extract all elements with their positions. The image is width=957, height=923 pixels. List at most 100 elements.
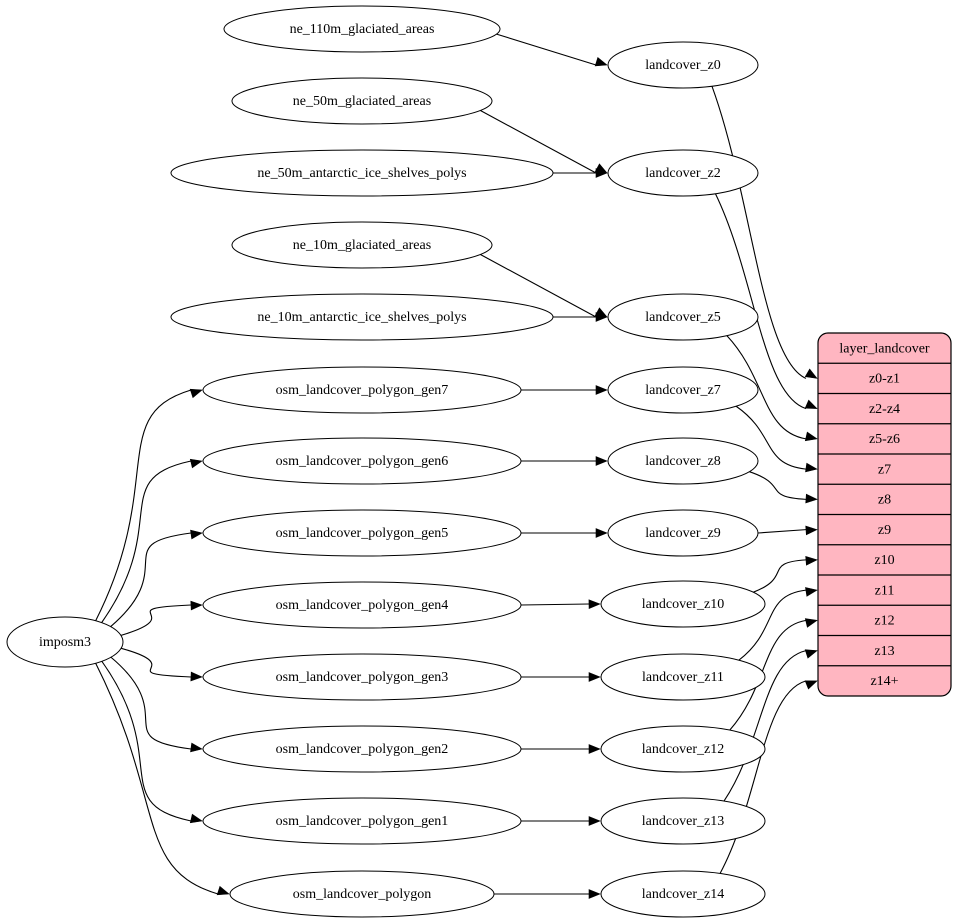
node-landcover_z14[interactable]: landcover_z14 [600,870,766,918]
edge-arrowhead [189,458,203,469]
node-shape-ne_50m_glaciated_areas [231,77,493,125]
edge-line [110,532,192,628]
edge-imposm3-to-osm_landcover_polygon_gen2 [110,656,203,753]
record-row-z8[interactable] [818,484,951,514]
node-shape-ne_50m_antarctic_ice_shelves_polys [170,149,554,197]
record-node-layer-landcover[interactable]: layer_landcoverz0-z1z2-z4z5-z6z7z8z9z10z… [817,332,952,697]
node-osm_landcover_polygon_gen4[interactable]: osm_landcover_polygon_gen4 [202,581,522,629]
node-shape-osm_landcover_polygon_gen6 [202,437,522,485]
edge-arrowhead [804,680,818,690]
edge-line [496,33,597,66]
edge-line [120,604,192,636]
node-landcover_z7[interactable]: landcover_z7 [607,366,759,414]
node-ne_50m_antarctic_ice_shelves_polys[interactable]: ne_50m_antarctic_ice_shelves_polys [170,149,554,197]
edge-arrowhead [805,462,818,473]
edge-line [714,193,807,410]
record-row-z10[interactable] [818,545,951,575]
edge-line [738,589,807,661]
record-row-z9[interactable] [818,515,951,545]
edge-osm_landcover_polygon-to-landcover_z14 [494,889,601,899]
node-shape-osm_landcover_polygon_gen5 [202,509,522,557]
edge-imposm3-to-osm_landcover_polygon_gen7 [95,388,203,622]
node-landcover_z2[interactable]: landcover_z2 [607,149,759,197]
edge-imposm3-to-osm_landcover_polygon_gen5 [110,529,203,628]
edge-arrowhead [190,529,203,540]
edge-arrowhead [588,599,601,610]
record-row-z7[interactable] [818,454,951,484]
node-shape-landcover_z12 [600,725,766,773]
node-landcover_z9[interactable]: landcover_z9 [607,509,759,557]
node-landcover_z11[interactable]: landcover_z11 [600,653,766,701]
node-shape-osm_landcover_polygon [229,870,495,918]
edge-arrowhead [595,528,608,538]
edge-osm_landcover_polygon_gen4-to-landcover_z10 [520,599,601,610]
node-shape-landcover_z5 [607,293,759,341]
node-landcover_z10[interactable]: landcover_z10 [600,580,766,628]
node-osm_landcover_polygon_gen3[interactable]: osm_landcover_polygon_gen3 [202,653,522,701]
nodes-layer: imposm3 ne_110m_glaciated_areas ne_50m_gla… [6,5,766,918]
edge-landcover_z0-to-z0-z1 [711,86,818,379]
node-landcover_z8[interactable]: landcover_z8 [607,437,759,485]
edge-osm_landcover_polygon_gen6-to-landcover_z8 [521,456,608,466]
node-osm_landcover_polygon_gen6[interactable]: osm_landcover_polygon_gen6 [202,437,522,485]
record-row-z14+[interactable] [818,666,951,696]
edge-imposm3-to-osm_landcover_polygon_gen1 [101,660,203,824]
node-shape-landcover_z8 [607,437,759,485]
node-landcover_z0[interactable]: landcover_z0 [607,41,759,89]
edge-arrowhead [588,889,601,899]
record-row-z11[interactable] [818,575,951,605]
edge-landcover_z9-to-z9 [757,525,818,536]
node-shape-imposm3 [6,616,124,668]
node-landcover_z12[interactable]: landcover_z12 [600,725,766,773]
edge-landcover_z10-to-z10 [753,555,818,593]
node-ne_10m_glaciated_areas[interactable]: ne_10m_glaciated_areas [231,221,493,269]
edge-landcover_z12-to-z12 [729,618,818,731]
node-ne_50m_glaciated_areas[interactable]: ne_50m_glaciated_areas [231,77,493,125]
node-imposm3[interactable]: imposm3 [6,616,124,668]
edge-line [723,650,807,802]
edge-line [120,647,192,678]
node-osm_landcover_polygon_gen7[interactable]: osm_landcover_polygon_gen7 [202,366,522,414]
node-shape-landcover_z7 [607,366,759,414]
node-osm_landcover_polygon_gen5[interactable]: osm_landcover_polygon_gen5 [202,509,522,557]
node-ne_10m_antarctic_ice_shelves_polys[interactable]: ne_10m_antarctic_ice_shelves_polys [170,293,554,341]
edge-arrowhead [804,649,818,659]
record-node-layer: layer_landcoverz0-z1z2-z4z5-z6z7z8z9z10z… [817,332,952,697]
node-osm_landcover_polygon_gen2[interactable]: osm_landcover_polygon_gen2 [202,725,522,773]
node-osm_landcover_polygon_gen1[interactable]: osm_landcover_polygon_gen1 [202,797,522,845]
edge-ne_10m_antarctic_ice_shelves_polys-to-landcover_z5 [553,312,608,322]
edge-landcover_z11-to-z11 [738,587,818,661]
node-shape-landcover_z13 [600,797,766,845]
node-shape-ne_110m_glaciated_areas [223,5,501,53]
edge-landcover_z5-to-z5-z6 [726,335,818,442]
node-landcover_z13[interactable]: landcover_z13 [600,797,766,845]
record-row-z2-z4[interactable] [818,394,951,424]
edge-osm_landcover_polygon_gen2-to-landcover_z12 [521,744,601,754]
edge-arrowhead [189,388,203,399]
node-shape-osm_landcover_polygon_gen4 [202,581,522,629]
node-ne_110m_glaciated_areas[interactable]: ne_110m_glaciated_areas [223,5,501,53]
edge-arrowhead [190,742,203,753]
node-landcover_z5[interactable]: landcover_z5 [607,293,759,341]
node-osm_landcover_polygon[interactable]: osm_landcover_polygon [229,870,495,918]
edge-osm_landcover_polygon_gen7-to-landcover_z7 [521,385,608,395]
edge-arrowhead [804,368,818,379]
record-row-z0-z1[interactable] [818,363,951,393]
edge-line [101,660,192,822]
edge-arrowhead [588,672,601,682]
edge-osm_landcover_polygon_gen1-to-landcover_z13 [521,816,601,826]
record-row-z13[interactable] [818,636,951,666]
edge-line [110,656,192,750]
edge-line [749,471,807,500]
edge-line [101,460,192,623]
edge-line [520,603,590,606]
edge-imposm3-to-osm_landcover_polygon_gen6 [101,458,203,623]
edge-arrowhead [189,813,203,824]
record-row-z5-z6[interactable] [818,424,951,454]
edge-arrowhead [595,312,608,322]
edge-ne_110m_glaciated_areas-to-landcover_z0 [496,33,608,67]
node-shape-osm_landcover_polygon_gen1 [202,797,522,845]
edge-arrowhead [190,600,203,611]
record-row-z12[interactable] [818,605,951,635]
